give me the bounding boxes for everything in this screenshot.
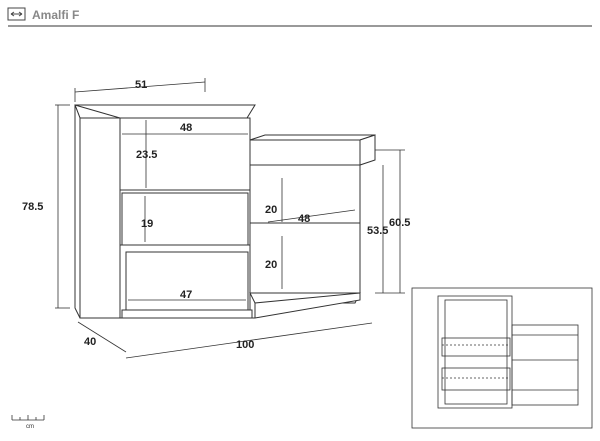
bench-section [249,134,376,318]
dim-top-width: 51 [135,79,147,91]
dimension-lines [55,78,405,359]
scale-bar: cm [11,415,45,430]
dim-shelf-height: 23.5 [136,149,157,161]
dim-compartment-upper: 20 [265,204,277,216]
dim-drawer-height: 19 [141,218,153,230]
dim-drawer-inner-width: 47 [180,289,192,301]
tall-cabinet [74,104,256,319]
width-arrows-icon [7,7,26,21]
dim-total-width: 100 [236,339,254,351]
dim-inner-width-top: 48 [180,122,192,134]
dim-depth: 40 [84,336,96,348]
scale-unit: cm [26,424,34,430]
dim-seat-height: 60.5 [389,217,410,229]
inset-view [411,287,593,429]
dim-compartment-lower: 20 [265,259,277,271]
dim-total-height: 78.5 [22,201,43,213]
header: Amalfi F [7,7,592,27]
dim-bench-height: 53.5 [367,225,388,237]
dimension-labels: 51 48 23.5 19 78.5 20 20 48 47 53.5 60.5… [22,79,410,351]
inset-frame [411,287,593,429]
plinth [80,292,361,319]
dim-shelf-inner-width: 48 [298,213,310,225]
product-title: Amalfi F [32,8,79,22]
cabinet-wireframe-icon [437,295,579,409]
